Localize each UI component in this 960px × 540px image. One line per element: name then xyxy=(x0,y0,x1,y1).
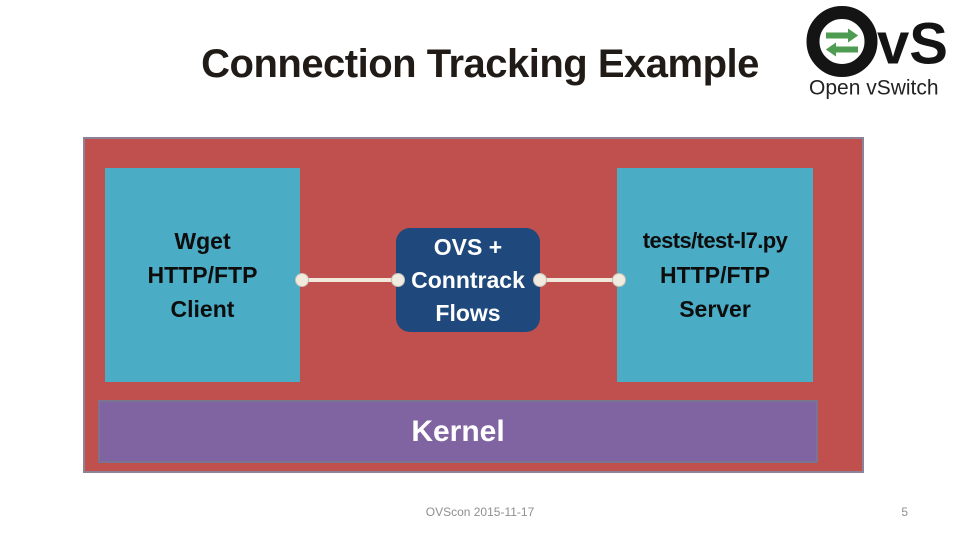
footer-page-number: 5 xyxy=(901,505,908,519)
connector-client-to-ovs xyxy=(302,278,398,282)
connector-endpoint-dot xyxy=(295,273,309,287)
ovs-logo-caption: Open vSwitch xyxy=(809,77,939,100)
ovs-logo: vS Open vSwitch xyxy=(806,6,948,100)
page-title: Connection Tracking Example xyxy=(201,42,759,86)
footer-event-text: OVScon 2015-11-17 xyxy=(425,505,535,519)
transfer-arrows-icon xyxy=(822,24,862,61)
connector-ovs-to-server xyxy=(540,278,619,282)
client-box: Wget HTTP/FTP Client xyxy=(105,168,300,382)
kernel-bar: Kernel xyxy=(98,400,818,463)
server-box: tests/test-l7.py HTTP/FTP Server xyxy=(617,168,813,382)
ovs-conntrack-box: OVS + Conntrack Flows xyxy=(396,228,540,332)
server-box-line: Server xyxy=(679,296,751,322)
diagram-container: Wget HTTP/FTP Client OVS + Conntrack Flo… xyxy=(83,137,864,473)
server-box-line: tests/test-l7.py xyxy=(642,228,788,253)
ovs-logo-vs-text: vS xyxy=(877,12,948,77)
ovs-box-line: Conntrack xyxy=(411,266,525,293)
kernel-bar-label: Kernel xyxy=(411,414,505,448)
server-box-line: HTTP/FTP xyxy=(660,262,770,288)
client-box-line: HTTP/FTP xyxy=(147,262,258,288)
client-box-line: Wget xyxy=(174,228,231,254)
ovs-o-ring-icon xyxy=(806,6,878,77)
client-box-line: Client xyxy=(170,296,235,322)
connector-endpoint-dot xyxy=(533,273,547,287)
ovs-box-line: OVS + xyxy=(433,233,503,260)
connector-endpoint-dot xyxy=(612,273,626,287)
connector-endpoint-dot xyxy=(391,273,405,287)
ovs-box-line: Flows xyxy=(435,299,501,326)
